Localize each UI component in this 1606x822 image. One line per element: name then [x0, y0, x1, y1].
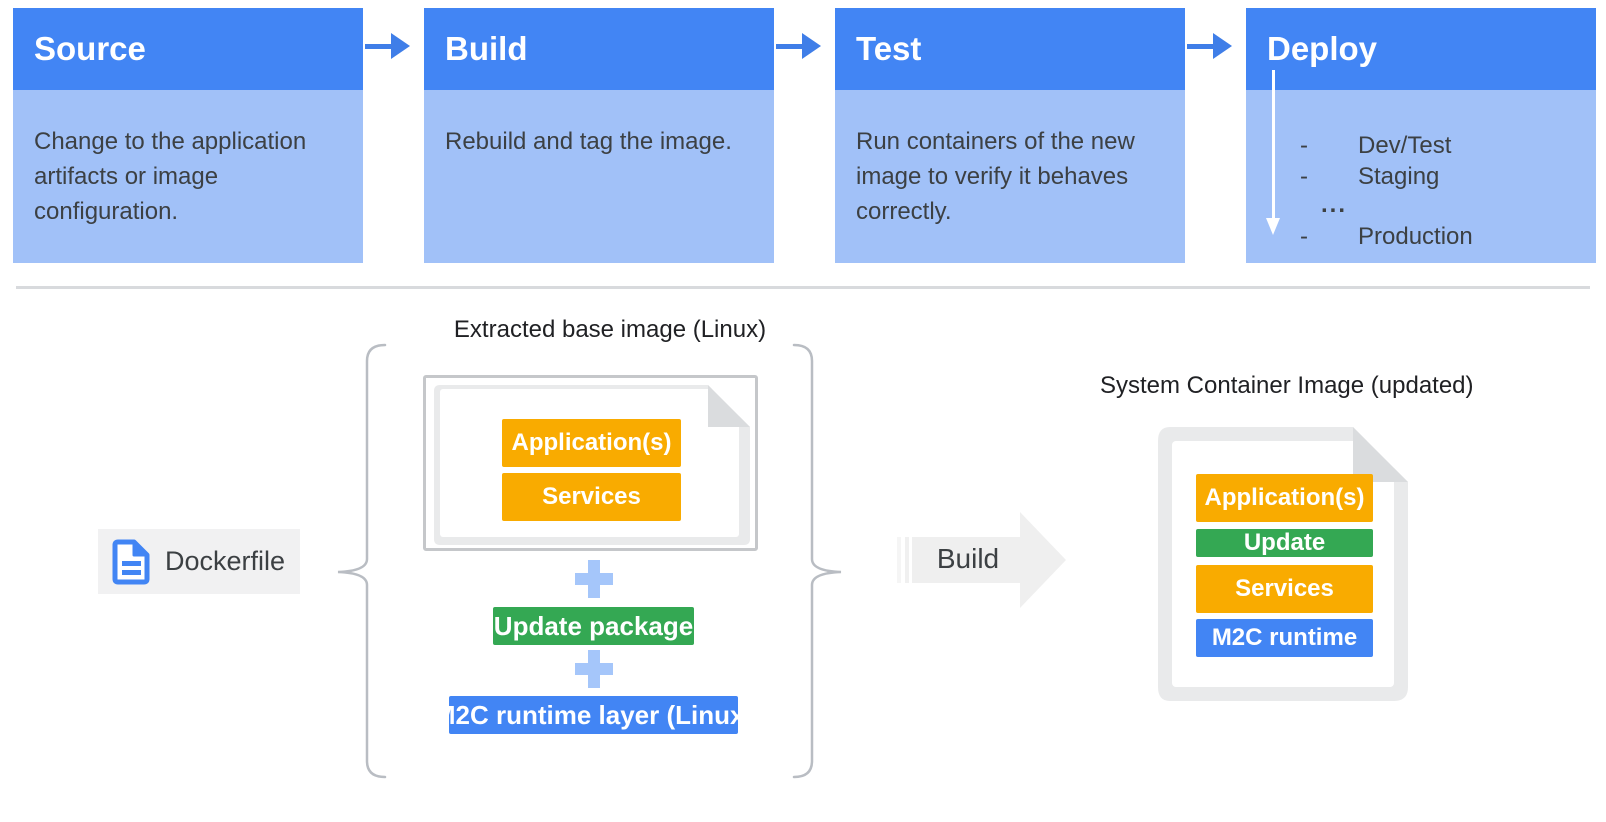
- document-icon: [112, 539, 150, 584]
- stage-test-title: Test: [835, 8, 1185, 90]
- bullet-dash: -: [1300, 223, 1308, 250]
- layer-applications: Application(s): [502, 419, 681, 467]
- document-icon: [1158, 427, 1408, 701]
- stage-source-title: Source: [13, 8, 363, 90]
- plus-icon: [575, 560, 613, 598]
- build-arrow-icon: [897, 512, 1066, 608]
- update-package-bar: Update package: [493, 607, 694, 645]
- brace-right: [792, 343, 842, 779]
- build-arrow-label: Build: [936, 543, 1000, 574]
- dockerfile-chip: Dockerfile: [98, 529, 300, 594]
- deploy-target-devtest: Dev/Test: [1358, 132, 1452, 159]
- layer-services: Services: [502, 473, 681, 521]
- stage-source-description: Change to the application artifacts or i…: [13, 90, 363, 263]
- right-arrow-icon: [776, 33, 822, 59]
- deploy-target-staging: Staging: [1358, 163, 1440, 190]
- arrow-line: [365, 44, 393, 49]
- dockerfile-label: Dockerfile: [165, 546, 286, 576]
- plus-icon: [575, 650, 613, 688]
- arrow-head: [391, 33, 410, 59]
- down-arrow-head: [1266, 218, 1280, 235]
- right-arrow-icon: [1187, 33, 1233, 59]
- stage-test: Test Run containers of the new image to …: [835, 8, 1185, 263]
- extracted-base-image-title: Extracted base image (Linux): [453, 316, 767, 343]
- stage-deploy: Deploy - Dev/Test - Staging ... - Produc…: [1246, 8, 1596, 263]
- stage-build-description: Rebuild and tag the image.: [424, 90, 774, 263]
- result-layer-applications: Application(s): [1196, 474, 1373, 522]
- stage-deploy-body: [1246, 90, 1596, 263]
- stage-deploy-title: Deploy: [1246, 8, 1596, 90]
- arrow-head: [802, 33, 821, 59]
- right-arrow-icon: [365, 33, 411, 59]
- brace-left: [337, 343, 387, 779]
- bullet-dash: -: [1300, 132, 1308, 159]
- arrow-line: [776, 44, 804, 49]
- result-layer-services: Services: [1196, 565, 1373, 613]
- bullet-dash: -: [1300, 163, 1308, 190]
- deploy-ellipsis: ...: [1321, 191, 1348, 218]
- down-arrow-icon: [1272, 70, 1275, 220]
- stage-test-description: Run containers of the new image to verif…: [835, 90, 1185, 263]
- result-layer-m2c-runtime: M2C runtime: [1196, 619, 1373, 657]
- system-container-image-title: System Container Image (updated): [1100, 372, 1474, 399]
- m2c-runtime-layer-bar: M2C runtime layer (Linux): [434, 696, 753, 734]
- stage-build: Build Rebuild and tag the image.: [424, 8, 774, 263]
- stage-build-title: Build: [424, 8, 774, 90]
- result-layer-update: Update: [1196, 529, 1373, 557]
- arrow-head: [1213, 33, 1232, 59]
- arrow-line: [1187, 44, 1215, 49]
- stage-source: Source Change to the application artifac…: [13, 8, 363, 263]
- section-divider: [16, 286, 1590, 289]
- deploy-target-production: Production: [1358, 223, 1473, 250]
